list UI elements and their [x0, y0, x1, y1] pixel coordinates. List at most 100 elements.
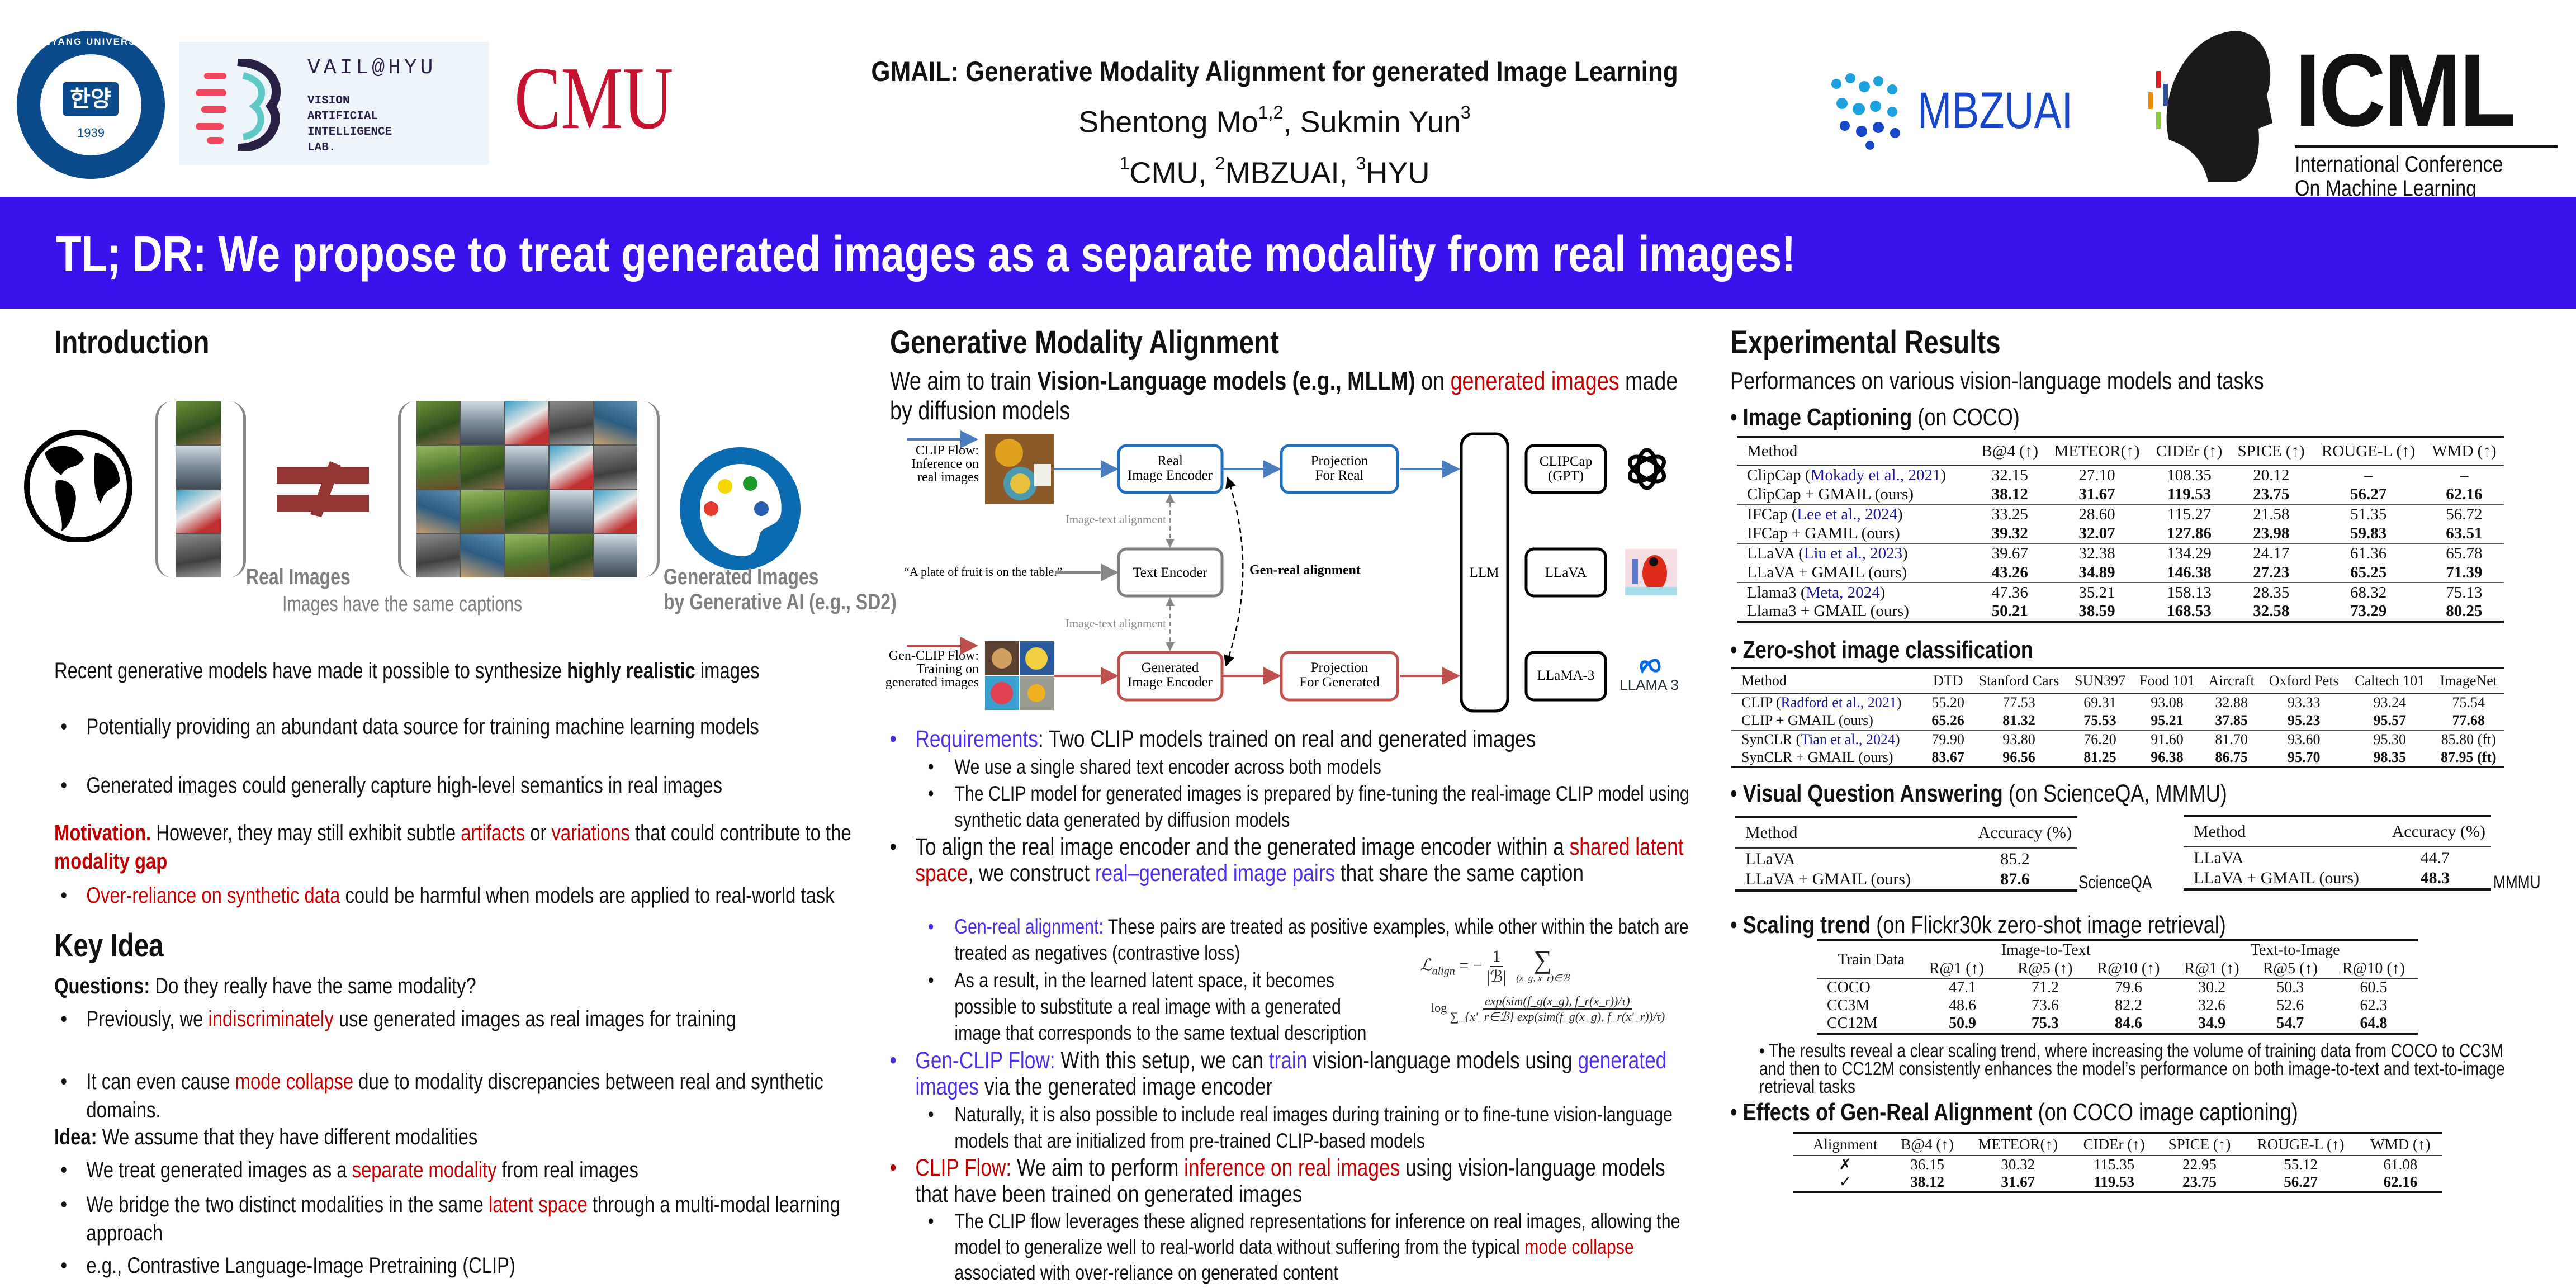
gen-clip-flow-label: generated images — [886, 675, 979, 690]
text-segment: Lee et al., 2024 — [1797, 505, 1897, 523]
gma-intro: We aim to train Vision-Language models (… — [890, 366, 1697, 425]
value-cell: 73.6 — [2031, 997, 2059, 1014]
image-text-alignment-label: Image-text alignment — [1066, 617, 1166, 630]
gen-clip-sub-bullet: Naturally, it is also possible to includ… — [922, 1101, 1697, 1154]
results-subtitle: Performances on various vision-language … — [1730, 367, 2264, 395]
section-heading-results: Experimental Results — [1730, 324, 2001, 361]
value-cell: 47.1 — [1948, 979, 1976, 996]
motivation-bullet: Over-reliance on synthetic data could be… — [54, 882, 870, 910]
align-bullet: To align the real image encoder and the … — [883, 834, 1699, 887]
value-cell: 65.78 — [2446, 544, 2483, 562]
cmu-logo: CMU — [514, 48, 674, 148]
gen-clip-flow-bullet: Gen-CLIP Flow: With this setup, we can t… — [883, 1048, 1699, 1100]
text-segment: Idea: — [54, 1125, 97, 1149]
value-cell: 27.10 — [2078, 466, 2115, 484]
value-cell: 51.35 — [2350, 505, 2387, 523]
text-segment: inference on real images — [1184, 1154, 1400, 1181]
method-cell: LLaVA + GMAIL (ours) — [1745, 870, 1911, 888]
value-cell: 56.27 — [2284, 1173, 2318, 1190]
value-cell: 32.07 — [2078, 524, 2115, 542]
value-cell: 127.86 — [2167, 524, 2212, 542]
text-segment: ) — [1902, 544, 1908, 562]
model-label: CLIPCap — [1540, 454, 1592, 469]
palette-icon — [680, 447, 801, 570]
value-cell: 62.3 — [2360, 997, 2388, 1014]
value-cell: 32.38 — [2078, 544, 2115, 562]
key-idea-bullet: We bridge the two distinct modalities in… — [54, 1191, 870, 1248]
column-header: Stanford Cars — [1978, 673, 2059, 689]
text-segment: artifacts — [461, 821, 525, 845]
method-cell: CC3M — [1827, 997, 1870, 1014]
text-segment: CLIP Flow: — [915, 1154, 1012, 1181]
as-result-sub-bullet: As a result, in the learned latent space… — [922, 967, 1390, 1046]
value-cell: 23.98 — [2253, 524, 2290, 542]
mmmu-label: MMMU — [2493, 872, 2541, 892]
eq-equals: = − — [1455, 956, 1483, 975]
value-cell: 68.32 — [2350, 583, 2387, 602]
method-cell: IFCap (Lee et al., 2024) — [1737, 504, 1974, 524]
scaling-note-text: The results reveal a clear scaling trend… — [1759, 1040, 2505, 1097]
column-header: Method — [1747, 442, 1798, 460]
eq-lhs-sub: align — [1432, 965, 1455, 978]
value-cell: 85.2 — [2000, 849, 2030, 868]
column-header: B@4 (↑) — [1981, 442, 2039, 460]
value-cell: 76.20 — [2083, 731, 2116, 747]
value-cell: 56.72 — [2446, 505, 2483, 523]
text-segment: IFCap ( — [1747, 505, 1797, 523]
llava-mascot-icon — [1625, 549, 1677, 595]
column-header: R@10 (↑) — [2342, 959, 2405, 977]
brain-icon — [196, 59, 281, 151]
effects-heading: Effects of Gen-Real Alignment (on COCO i… — [1730, 1098, 2298, 1126]
column-header: Food 101 — [2139, 673, 2195, 689]
value-cell: 52.6 — [2276, 997, 2304, 1014]
text-segment: The CLIP flow leverages these aligned re… — [954, 1210, 1680, 1258]
column-header: R@10 (↑) — [2097, 959, 2160, 977]
column-header: B@4 (↑) — [1901, 1136, 1954, 1153]
clip-flow-label: CLIP Flow: — [916, 443, 979, 458]
method-cell: COCO — [1827, 979, 1871, 996]
hanyang-name: HANYANG UNIVERSITY — [27, 36, 155, 47]
value-cell: 93.08 — [2151, 694, 2184, 711]
icml-head-icon — [2148, 31, 2272, 182]
value-cell: 69.31 — [2083, 694, 2116, 711]
gen-real-sub-bullet: Gen-real alignment: These pairs are trea… — [922, 913, 1697, 966]
author-affil: 1,2 — [1258, 102, 1284, 122]
method-cell: CLIP (Radford et al., 2021) — [1731, 693, 1926, 712]
value-cell: 21.58 — [2253, 505, 2290, 523]
llama3-box — [1524, 651, 1607, 702]
text-segment: generated images — [1450, 366, 1620, 395]
value-cell: 75.54 — [2452, 694, 2485, 711]
method-cell: SynCLR + GMAIL (ours) — [1741, 749, 1893, 765]
column-header: Oxford Pets — [2269, 673, 2339, 689]
text-segment: real–generated image pairs — [1095, 860, 1336, 887]
tldr-text: TL; DR: We propose to treat generated im… — [56, 226, 1796, 282]
text-segment: generated images — [915, 1047, 1667, 1100]
text-segment: : Two CLIP models trained on real and ge… — [1038, 726, 1536, 752]
value-cell: 79.90 — [1931, 731, 1964, 747]
text-segment: highly realistic — [567, 659, 695, 683]
text-segment: Mokady et al., 2021 — [1810, 466, 1941, 484]
text-segment: separate modality — [352, 1158, 497, 1182]
column-header: CIDEr (↑) — [2156, 442, 2223, 460]
value-cell: 75.53 — [2083, 712, 2116, 728]
text-segment: latent space — [488, 1192, 588, 1217]
gen-clip-flow-label: Training on — [916, 662, 979, 676]
text-segment: images — [695, 659, 760, 683]
scaling-note: • The results reveal a clear scaling tre… — [1759, 1040, 2505, 1097]
text-segment: use generated images as real images for … — [333, 1007, 736, 1031]
value-cell: 28.35 — [2253, 583, 2290, 602]
text-segment: Requirements — [915, 726, 1038, 752]
column-header: ROUGE-L (↑) — [2322, 442, 2416, 460]
column-header: Alignment — [1812, 1136, 1878, 1153]
icml-line1: International Conference — [2295, 152, 2503, 177]
caption-text: “A plate of fruit is on the table.” — [904, 565, 1062, 579]
vail-logo: VAIL@HYU VISION ARTIFICIAL INTELLIGENCE … — [179, 42, 489, 165]
architecture-diagram: CLIP Flow: Inference on real images Gen-… — [886, 430, 1679, 713]
value-cell: 47.36 — [1991, 583, 2028, 602]
value-cell: 32.88 — [2215, 694, 2248, 711]
column-header: ROUGE-L (↑) — [2257, 1136, 2345, 1153]
projection-real-box — [1280, 444, 1399, 494]
value-cell: 31.67 — [2001, 1173, 2035, 1190]
